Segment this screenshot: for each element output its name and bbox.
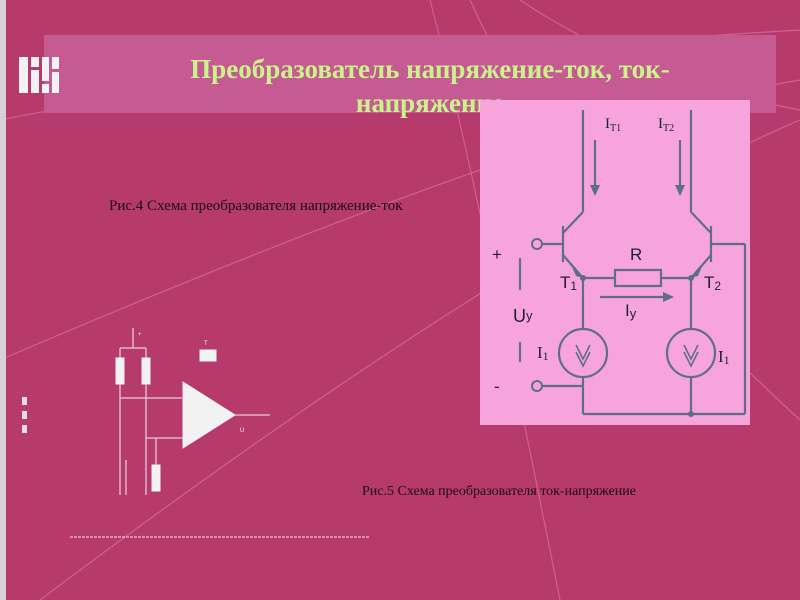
svg-text:U: U — [240, 428, 244, 434]
label-it2-sub: T2 — [663, 123, 674, 134]
label-i1-right: I — [718, 347, 724, 366]
svg-text:T2: T2 — [704, 273, 721, 293]
label-uy-sub: y — [526, 308, 533, 323]
left-edge-strip — [0, 0, 6, 600]
label-i1-left-sub: 1 — [543, 349, 549, 363]
label-iy-sub: y — [630, 306, 637, 321]
figure4-circuit: + T U — [70, 328, 370, 538]
label-minus: - — [494, 377, 500, 396]
svg-text:IT2: IT2 — [658, 116, 674, 134]
svg-text:T: T — [204, 341, 208, 347]
label-t1: T — [560, 273, 570, 292]
svg-text:I1: I1 — [537, 343, 549, 363]
svg-text:Iy: Iy — [625, 301, 637, 321]
left-decoration — [22, 397, 28, 439]
svg-text:I1: I1 — [718, 347, 730, 367]
label-plus: + — [492, 245, 502, 264]
label-i1-left: I — [537, 343, 543, 362]
label-it2: I — [658, 116, 663, 132]
figure4-caption: Рис.4 Схема преобразователя напряжение-т… — [109, 198, 403, 214]
figure5-caption: Рис.5 Схема преобразователя ток-напряжен… — [362, 484, 636, 499]
grid-icon — [19, 57, 59, 93]
slide-title: Преобразователь напряжение-ток, ток-напр… — [190, 54, 670, 118]
label-t1-sub: 1 — [570, 279, 577, 293]
label-t2-sub: 2 — [714, 279, 721, 293]
label-i1-right-sub: 1 — [724, 353, 730, 367]
label-it1-sub: T1 — [610, 123, 621, 134]
svg-text:IT1: IT1 — [605, 116, 621, 134]
svg-text:Uy: Uy — [513, 306, 533, 326]
figure5-circuit: IT1 IT2 + - R T1 T2 Uy Iy I1 I1 — [480, 100, 750, 425]
label-iy: I — [625, 301, 630, 320]
label-uy: U — [513, 306, 526, 326]
label-r: R — [630, 245, 642, 264]
label-t2: T — [704, 273, 714, 292]
label-it1: I — [605, 116, 610, 132]
svg-text:T1: T1 — [560, 273, 577, 293]
svg-text:+: + — [138, 332, 142, 338]
